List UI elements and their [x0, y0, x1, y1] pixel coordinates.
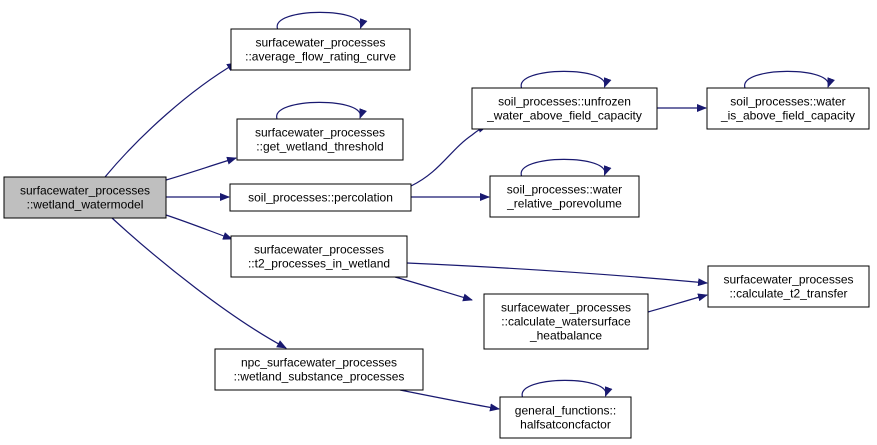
edge-percolation-to-unfrozen_water_above_field_capacity	[410, 125, 488, 187]
node-label-line: general_functions::	[515, 404, 616, 418]
edge-t2_processes_in_wetland-to-calculate_t2_transfer	[406, 262, 708, 287]
node-label-line: ::t2_processes_in_wetland	[248, 257, 390, 271]
node-box	[483, 293, 649, 350]
node-label-line: surfacewater_processes	[501, 301, 631, 315]
edge-calculate_watersurface_heatbalance-to-calculate_t2_transfer	[647, 293, 708, 313]
node-label-line: _is_above_field_capacity	[720, 109, 855, 123]
node-average_flow_rating_curve[interactable]: surfacewater_processes::average_flow_rat…	[230, 28, 411, 71]
node-label-line: _relative_porevolume	[506, 197, 622, 211]
node-wetland_watermodel[interactable]: surfacewater_processes::wetland_watermod…	[3, 176, 167, 219]
self-loop-water_relative_porevolume	[520, 158, 612, 177]
node-halfsatconcfactor[interactable]: general_functions::halfsatconcfactor	[499, 396, 632, 439]
node-label-line: surfacewater_processes	[723, 273, 853, 287]
node-label-line: _water_above_field_capacity	[486, 109, 642, 123]
node-unfrozen_water_above_field_capacity[interactable]: soil_processes::unfrozen_water_above_fie…	[471, 87, 658, 130]
node-label-line: soil_processes::unfrozen	[498, 95, 631, 109]
node-label-line: ::wetland_substance_processes	[234, 370, 405, 384]
node-box	[707, 265, 870, 308]
node-label-line: surfacewater_processes	[254, 243, 384, 257]
node-label-line: npc_surfacewater_processes	[241, 356, 397, 370]
node-box	[229, 183, 412, 212]
node-label-line: surfacewater_processes	[255, 126, 385, 140]
edge-wetland_watermodel-to-t2_processes_in_wetland	[165, 214, 233, 240]
node-percolation[interactable]: soil_processes::percolation	[229, 183, 412, 212]
node-label-line: ::calculate_t2_transfer	[729, 287, 847, 301]
node-t2_processes_in_wetland[interactable]: surfacewater_processes::t2_processes_in_…	[230, 235, 408, 278]
node-get_wetland_threshold[interactable]: surfacewater_processes::get_wetland_thre…	[236, 118, 404, 161]
node-wetland_substance_processes[interactable]: npc_surfacewater_processes::wetland_subs…	[214, 348, 424, 391]
node-box	[706, 87, 870, 130]
node-label-line: ::get_wetland_threshold	[256, 140, 383, 154]
node-label-line: surfacewater_processes	[255, 36, 385, 50]
node-label-line: ::calculate_watersurface	[501, 315, 631, 329]
self-loops-layer	[276, 11, 835, 398]
edge-t2_processes_in_wetland-to-calculate_watersurface_heatbalance	[394, 276, 473, 302]
node-box	[489, 175, 640, 218]
node-calculate_t2_transfer[interactable]: surfacewater_processes::calculate_t2_tra…	[707, 265, 870, 308]
node-water_relative_porevolume[interactable]: soil_processes::water_relative_porevolum…	[489, 175, 640, 218]
self-loop-halfsatconcfactor	[521, 379, 613, 398]
node-box	[499, 396, 632, 439]
node-label-line: soil_processes::water	[730, 95, 845, 109]
node-box	[214, 348, 424, 391]
edge-wetland_substance_processes-to-halfsatconcfactor	[399, 389, 500, 412]
node-water_is_above_field_capacity[interactable]: soil_processes::water_is_above_field_cap…	[706, 87, 870, 130]
edges-layer	[104, 62, 708, 412]
node-box	[471, 87, 658, 130]
node-box	[236, 118, 404, 161]
node-label-line: soil_processes::water	[507, 183, 622, 197]
edge-wetland_watermodel-to-get_wetland_threshold	[165, 156, 237, 181]
node-label-line: ::wetland_watermodel	[27, 198, 144, 212]
node-label-line: soil_processes::percolation	[248, 191, 393, 205]
node-box	[3, 176, 167, 219]
self-loop-water_is_above_field_capacity	[744, 70, 835, 89]
edge-wetland_watermodel-to-wetland_substance_processes	[111, 217, 287, 349]
node-box	[230, 235, 408, 278]
self-loop-unfrozen_water_above_field_capacity	[520, 70, 612, 89]
node-label-line: halfsatconcfactor	[520, 418, 611, 432]
node-label-line: ::average_flow_rating_curve	[245, 50, 396, 64]
self-loop-get_wetland_threshold	[276, 101, 367, 120]
nodes-layer: surfacewater_processes::wetland_watermod…	[3, 28, 870, 439]
node-label-line: _heatbalance	[529, 329, 602, 343]
node-calculate_watersurface_heatbalance[interactable]: surfacewater_processes::calculate_waters…	[483, 293, 649, 350]
edge-wetland_watermodel-to-average_flow_rating_curve	[104, 62, 237, 178]
node-label-line: surfacewater_processes	[20, 184, 150, 198]
self-loop-average_flow_rating_curve	[276, 11, 368, 30]
node-box	[230, 28, 411, 71]
